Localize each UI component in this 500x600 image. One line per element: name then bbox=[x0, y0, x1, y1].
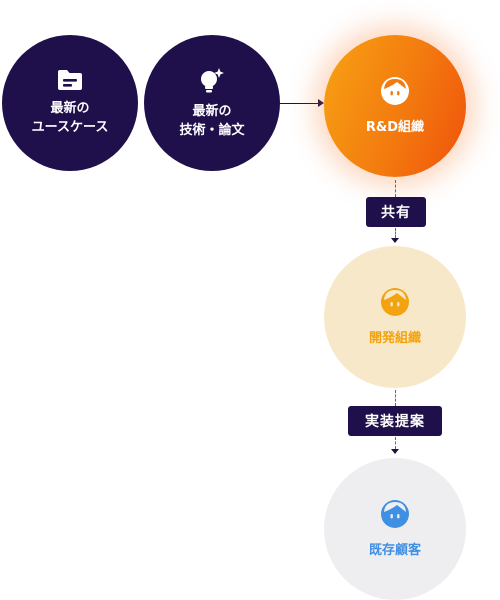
arrow-down-icon bbox=[391, 449, 399, 454]
node-label: 最新の 技術・論文 bbox=[179, 104, 245, 138]
person-face-icon bbox=[381, 76, 409, 105]
node-label: 既存顧客 bbox=[368, 542, 421, 558]
person-face-icon bbox=[381, 287, 409, 316]
node-label: 開発組織 bbox=[368, 330, 421, 346]
connector-line bbox=[395, 437, 396, 449]
node-label: R&D組織 bbox=[365, 119, 425, 135]
folder-icon bbox=[58, 70, 82, 90]
person-face-icon bbox=[381, 499, 409, 528]
lightbulb-sparkle-icon bbox=[201, 68, 224, 93]
edge-label-propose: 実装提案 bbox=[348, 406, 442, 436]
edge-label-share: 共有 bbox=[366, 197, 426, 227]
connector-line bbox=[395, 228, 396, 238]
node-dev-organization: 開発組織 bbox=[324, 246, 466, 388]
node-rd-organization: R&D組織 bbox=[324, 35, 466, 177]
node-label: 最新の ユースケース bbox=[31, 101, 109, 135]
arrow-right-icon bbox=[318, 99, 324, 107]
connector-line bbox=[395, 390, 396, 406]
node-latest-usecases: 最新の ユースケース bbox=[2, 35, 138, 171]
node-existing-customers: 既存顧客 bbox=[324, 458, 466, 600]
arrow-down-icon bbox=[391, 238, 399, 243]
connector-line bbox=[395, 180, 396, 197]
node-latest-tech-papers: 最新の 技術・論文 bbox=[144, 35, 280, 171]
connector-line bbox=[280, 103, 320, 104]
